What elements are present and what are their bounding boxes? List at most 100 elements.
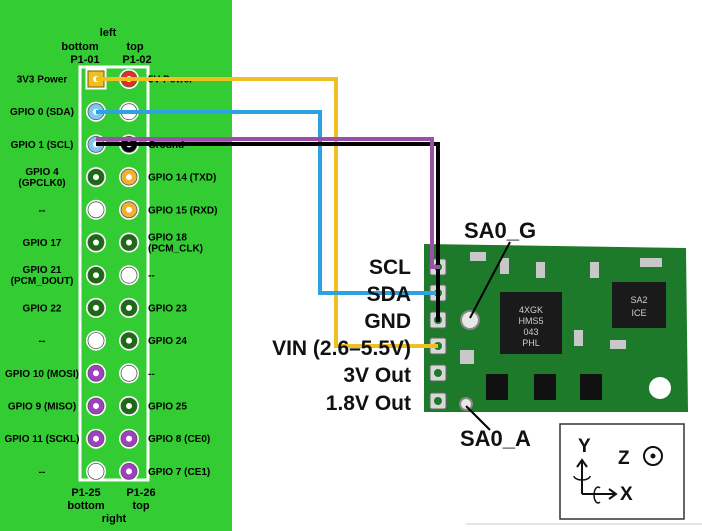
callout-line-sa0-g [469,241,511,319]
pin-left-4-hole [93,174,99,181]
z-dot [650,453,656,459]
pin-left-6-hole [93,239,99,246]
footer-left-sub: bottom [67,500,104,512]
pin-right-label: GPIO 14 (TXD) [148,173,216,184]
pin-right-label: -- [148,369,155,380]
pin-right-7-hole [126,272,132,279]
axis-x-label: X [620,484,633,505]
pin-left-label: GPIO 17 [23,238,62,249]
sensor-board: 4XGK HMS5 043 PHL SA2 ICE [424,244,688,412]
wire-sda [96,110,440,295]
pin-right-label: GPIO 18 [148,233,187,244]
chip-label-2: HMS5 [518,316,543,326]
z-rotation-icon [643,446,663,466]
pin-left-11-hole [93,403,99,409]
pin-left-10-hole [93,370,99,377]
axis-z-label: Z [618,448,630,469]
sa0-g-pad [460,310,480,330]
mounting-hole [649,377,671,399]
header-right-sub: top [126,41,143,53]
y-arrowhead [576,458,588,468]
pin-right-label: GPIO 8 (CE0) [148,434,210,445]
chip-label-1: 4XGK [519,305,543,315]
pin-left-label: GPIO 9 (MISO) [8,402,76,413]
wire-vin [96,77,438,348]
transistor-2 [534,374,556,400]
sensor-pin-label-scl: SCL [369,256,411,279]
chip-label-5: SA2 [630,295,647,305]
rpi-header-panel [0,0,232,531]
transistor-1 [486,374,508,400]
pin-left-label: GPIO 22 [23,303,62,314]
pin-right-8-hole [126,304,132,311]
smd-part [590,262,599,278]
sensor-pin-label-1v8-out: 1.8V Out [326,392,411,415]
sensor-pin-label-sda: SDA [367,283,411,306]
chip-label-4: PHL [522,338,540,348]
pin-left-label: (GPCLK0) [18,178,65,189]
y-rotation-icon [573,475,591,481]
header-side-label: left [100,27,117,39]
pin-left-label: GPIO 4 [25,167,59,178]
pin-left-9-hole [93,337,99,344]
pin-right-label: (PCM_CLK) [148,244,203,255]
pin-right-5-hole [126,206,132,213]
pin-left-label: GPIO 0 (SDA) [10,107,74,118]
x-rotation-icon [593,486,601,504]
header-left-sub: bottom [61,41,98,53]
pin-left-label: 3V3 Power [17,75,68,86]
smd-part [640,258,662,267]
axis-indicator: Y Z X [559,423,685,520]
pin-right-label: GPIO 7 (CE1) [148,467,210,478]
smd-part [460,350,474,364]
header-outline [78,65,150,482]
pin-left-12-hole [93,435,99,442]
pin-right-12-hole [126,435,132,442]
callout-sa0-g: SA0_G [464,218,536,243]
pin-right-label: GPIO 15 (RXD) [148,205,217,216]
footer-right-sub: top [132,500,149,512]
header-left-id: P1-01 [70,54,99,66]
pin-right-9-hole [126,337,132,344]
pin-left-7-hole [93,272,99,279]
pin-left-13-hole [93,468,99,475]
pin-left-label: -- [39,205,46,216]
pin-right-11-hole [126,403,132,409]
wire-gnd [96,142,440,322]
header-right-id: P1-02 [122,54,151,66]
sensor-pin-label-vin: VIN (2.6–5.5V) [272,337,411,360]
pin-left-label: -- [39,467,46,478]
pin-right-label: GPIO 24 [148,336,187,347]
chip-label-3: 043 [523,327,538,337]
smd-part [574,330,583,346]
pin-right-6-hole [126,239,132,246]
axis-y-label: Y [578,436,591,457]
pin-right-13-hole [126,468,132,475]
pin-left-8-hole [93,304,99,311]
pin-left-label: GPIO 11 (SCKL) [4,434,79,445]
footer-side-label: right [102,513,127,525]
pin-right-label: -- [148,271,155,282]
sensor-pin-hole-6 [434,397,442,405]
transistor-3 [580,374,602,400]
footer-left-id: P1-25 [71,487,100,499]
pin-right-10-hole [126,370,132,377]
callout-line-sa0-a [465,405,491,431]
ic-secondary [612,282,666,328]
pin-left-label: -- [39,336,46,347]
callout-sa0-a: SA0_A [460,426,531,451]
x-arrowhead [608,488,618,500]
wire-scl [96,137,440,269]
pin-left-label: GPIO 10 (MOSI) [5,369,79,380]
pin-left-label: (PCM_DOUT) [11,276,74,287]
pin-left-label: GPIO 21 [23,265,62,276]
axis-box [559,423,685,520]
pin-left-5-hole [93,206,99,213]
pin-right-label: GPIO 23 [148,303,187,314]
pin-right-4-hole [126,174,132,181]
smd-part [500,258,509,274]
sensor-pin-label-gnd: GND [364,310,411,333]
sa0-a-pad [459,397,473,411]
footer-right-id: P1-26 [126,487,155,499]
